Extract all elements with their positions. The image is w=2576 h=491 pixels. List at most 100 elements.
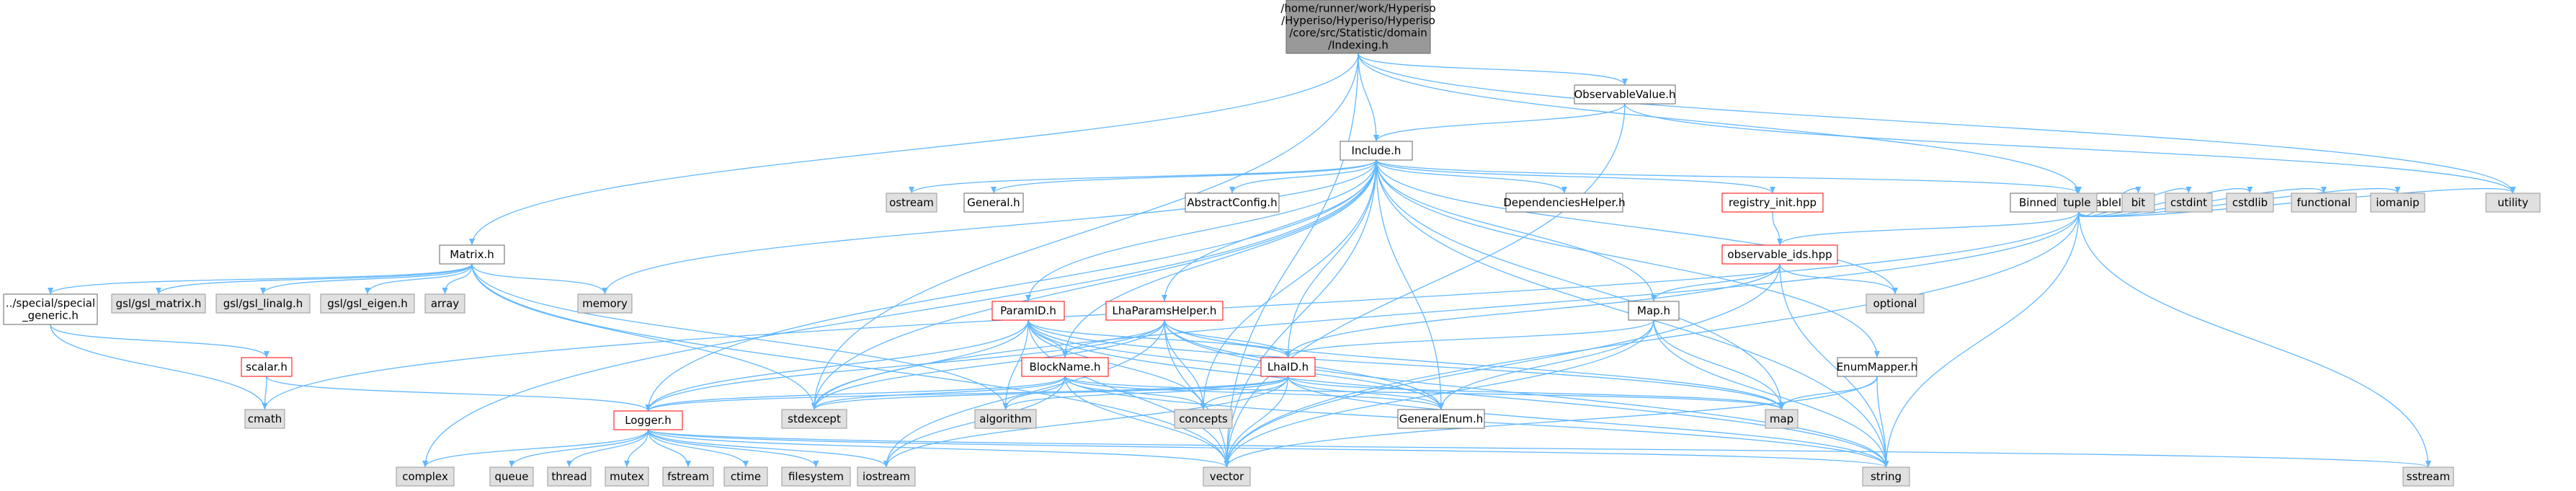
node-box-bit [2121, 193, 2155, 213]
node-matrix[interactable]: Matrix.h [439, 244, 505, 265]
node-label-lhaid: LhaID.h [1267, 360, 1309, 373]
node-label-fstream: fstream [667, 470, 709, 483]
edge-blockname-to-concepts [1064, 376, 1204, 410]
node-abstractconfig[interactable]: AbstractConfig.h [1185, 193, 1280, 213]
node-box-mutex [605, 466, 649, 487]
node-label-logger: Logger.h [625, 414, 672, 427]
node-observablevalue[interactable]: ObservableValue.h [1574, 84, 1676, 105]
edge-lhaid-to-map [1287, 376, 1783, 410]
edge-arrowhead-include-to-ostream [909, 187, 914, 193]
edge-arrowhead-lhaid-to-generalenum [1438, 403, 1444, 410]
node-specialgeneric[interactable]: ../special/special_generic.h [3, 293, 98, 325]
node-observableids[interactable]: observable_ids.hpp [1721, 244, 1838, 265]
node-registry[interactable]: registry_init.hpp [1721, 193, 1824, 213]
node-map: map [1765, 409, 1799, 429]
node-maph[interactable]: Map.h [1628, 301, 1680, 321]
node-vector: vector [1203, 466, 1251, 487]
edge-matrix-to-gsllinalg [262, 263, 473, 295]
node-complex: complex [396, 466, 455, 487]
node-label-thread: thread [551, 470, 587, 483]
node-label-vector: vector [1210, 470, 1244, 483]
node-mutex: mutex [605, 466, 649, 487]
edge-arrowhead-binnedobs-to-bit [2135, 187, 2142, 193]
edge-include-to-maph [1376, 159, 1654, 302]
node-label-mutex: mutex [610, 470, 644, 483]
edge-binnedobs-to-vector [1226, 211, 2080, 468]
node-box-iostream [857, 466, 916, 487]
node-logger[interactable]: Logger.h [613, 410, 683, 430]
node-label-root: /Hyperiso/Hyperiso/Hyperiso [1281, 14, 1435, 27]
node-generalenum[interactable]: GeneralEnum.h [1397, 409, 1485, 429]
edge-specialgeneric-to-scalar [50, 324, 267, 358]
node-label-map: map [1770, 412, 1793, 425]
edge-lhaparams-to-string [1164, 319, 1887, 468]
node-box-algorithm [974, 409, 1037, 429]
edge-arrowhead-include-to-abstractconfig [1229, 187, 1235, 193]
edge-logger-to-queue [511, 429, 649, 468]
node-thread: thread [547, 466, 592, 487]
node-include[interactable]: Include.h [1340, 141, 1413, 161]
edge-root-to-include [1358, 53, 1377, 142]
node-cmath: cmath [244, 409, 285, 429]
node-box-include [1340, 141, 1413, 161]
node-gsleigen: gsl/gsl_eigen.h [320, 293, 415, 314]
edge-arrowhead-logger-to-ctime [743, 461, 749, 467]
node-box-map [1765, 409, 1799, 429]
edge-arrowhead-binnedobs-to-cstdint [2185, 187, 2192, 193]
edge-include-to-lhaparams [1164, 159, 1377, 302]
node-label-generalenum: GeneralEnum.h [1399, 412, 1484, 425]
node-box-ostream [886, 193, 937, 213]
node-box-complex [396, 466, 455, 487]
edge-maph-to-lhaid [1287, 319, 1654, 358]
node-label-array: array [431, 297, 459, 310]
node-utility: utility [2485, 193, 2541, 213]
edge-arrowhead-logger-to-sstream [2425, 461, 2431, 467]
edge-matrix-to-memory [471, 263, 606, 295]
edge-scalar-to-logger [266, 376, 649, 412]
node-lhaparams[interactable]: LhaParamsHelper.h [1105, 301, 1224, 321]
node-box-vector [1203, 466, 1251, 487]
node-label-include: Include.h [1352, 144, 1401, 157]
node-label-filesystem: filesystem [788, 470, 844, 483]
edge-logger-to-sstream [647, 429, 2429, 468]
node-box-observablevalue [1574, 84, 1676, 105]
edge-include-to-map [1376, 159, 1783, 410]
edge-paramid-to-stdexcept [814, 319, 1029, 410]
edge-paramid-to-concepts [1028, 319, 1204, 410]
node-box-gslmatrix [111, 293, 206, 314]
edge-arrowhead-observableids-to-optional [1892, 288, 1898, 294]
node-root[interactable]: /home/runner/work/Hyperiso/Hyperiso/Hype… [1280, 0, 1436, 54]
node-general[interactable]: General.h [963, 193, 1024, 213]
node-dependencies[interactable]: DependenciesHelper.h [1503, 193, 1626, 213]
node-iomanip: iomanip [2370, 193, 2425, 213]
node-optional: optional [1866, 293, 1925, 314]
node-box-string [1862, 466, 1910, 487]
node-gsllinalg: gsl/gsl_linalg.h [215, 293, 311, 314]
node-box-scalar [241, 357, 293, 377]
edge-blockname-to-stdexcept [814, 376, 1066, 410]
node-lhaid[interactable]: LhaID.h [1260, 357, 1316, 377]
node-enummapper[interactable]: EnumMapper.h [1837, 357, 1918, 377]
node-blockname[interactable]: BlockName.h [1021, 357, 1109, 377]
node-label-utility: utility [2497, 196, 2528, 209]
node-box-iomanip [2370, 193, 2425, 213]
edge-blockname-to-generalenum [1064, 376, 1442, 410]
node-box-enummapper [1837, 357, 1917, 377]
edge-root-to-stdexcept [814, 53, 1359, 410]
edge-include-to-concepts [1203, 159, 1377, 410]
edge-root-to-observablevalue [1358, 53, 1626, 86]
node-paramid[interactable]: ParamID.h [991, 301, 1065, 321]
node-sstream: sstream [2402, 466, 2454, 487]
edge-arrowhead-include-to-paramid [1025, 295, 1031, 301]
edge-arrowhead-maph-to-lhaid [1285, 351, 1291, 358]
node-label-gsleigen: gsl/gsl_eigen.h [327, 297, 408, 311]
node-scalar[interactable]: scalar.h [241, 357, 293, 377]
edge-logger-to-vector [647, 429, 1228, 468]
edge-enummapper-to-vector [1226, 376, 1878, 468]
node-label-optional: optional [1873, 297, 1917, 310]
node-label-memory: memory [582, 297, 628, 310]
node-box-registry [1721, 193, 1824, 213]
node-box-queue [489, 466, 534, 487]
edge-arrowhead-binnedobs-to-tuple [2074, 187, 2080, 193]
